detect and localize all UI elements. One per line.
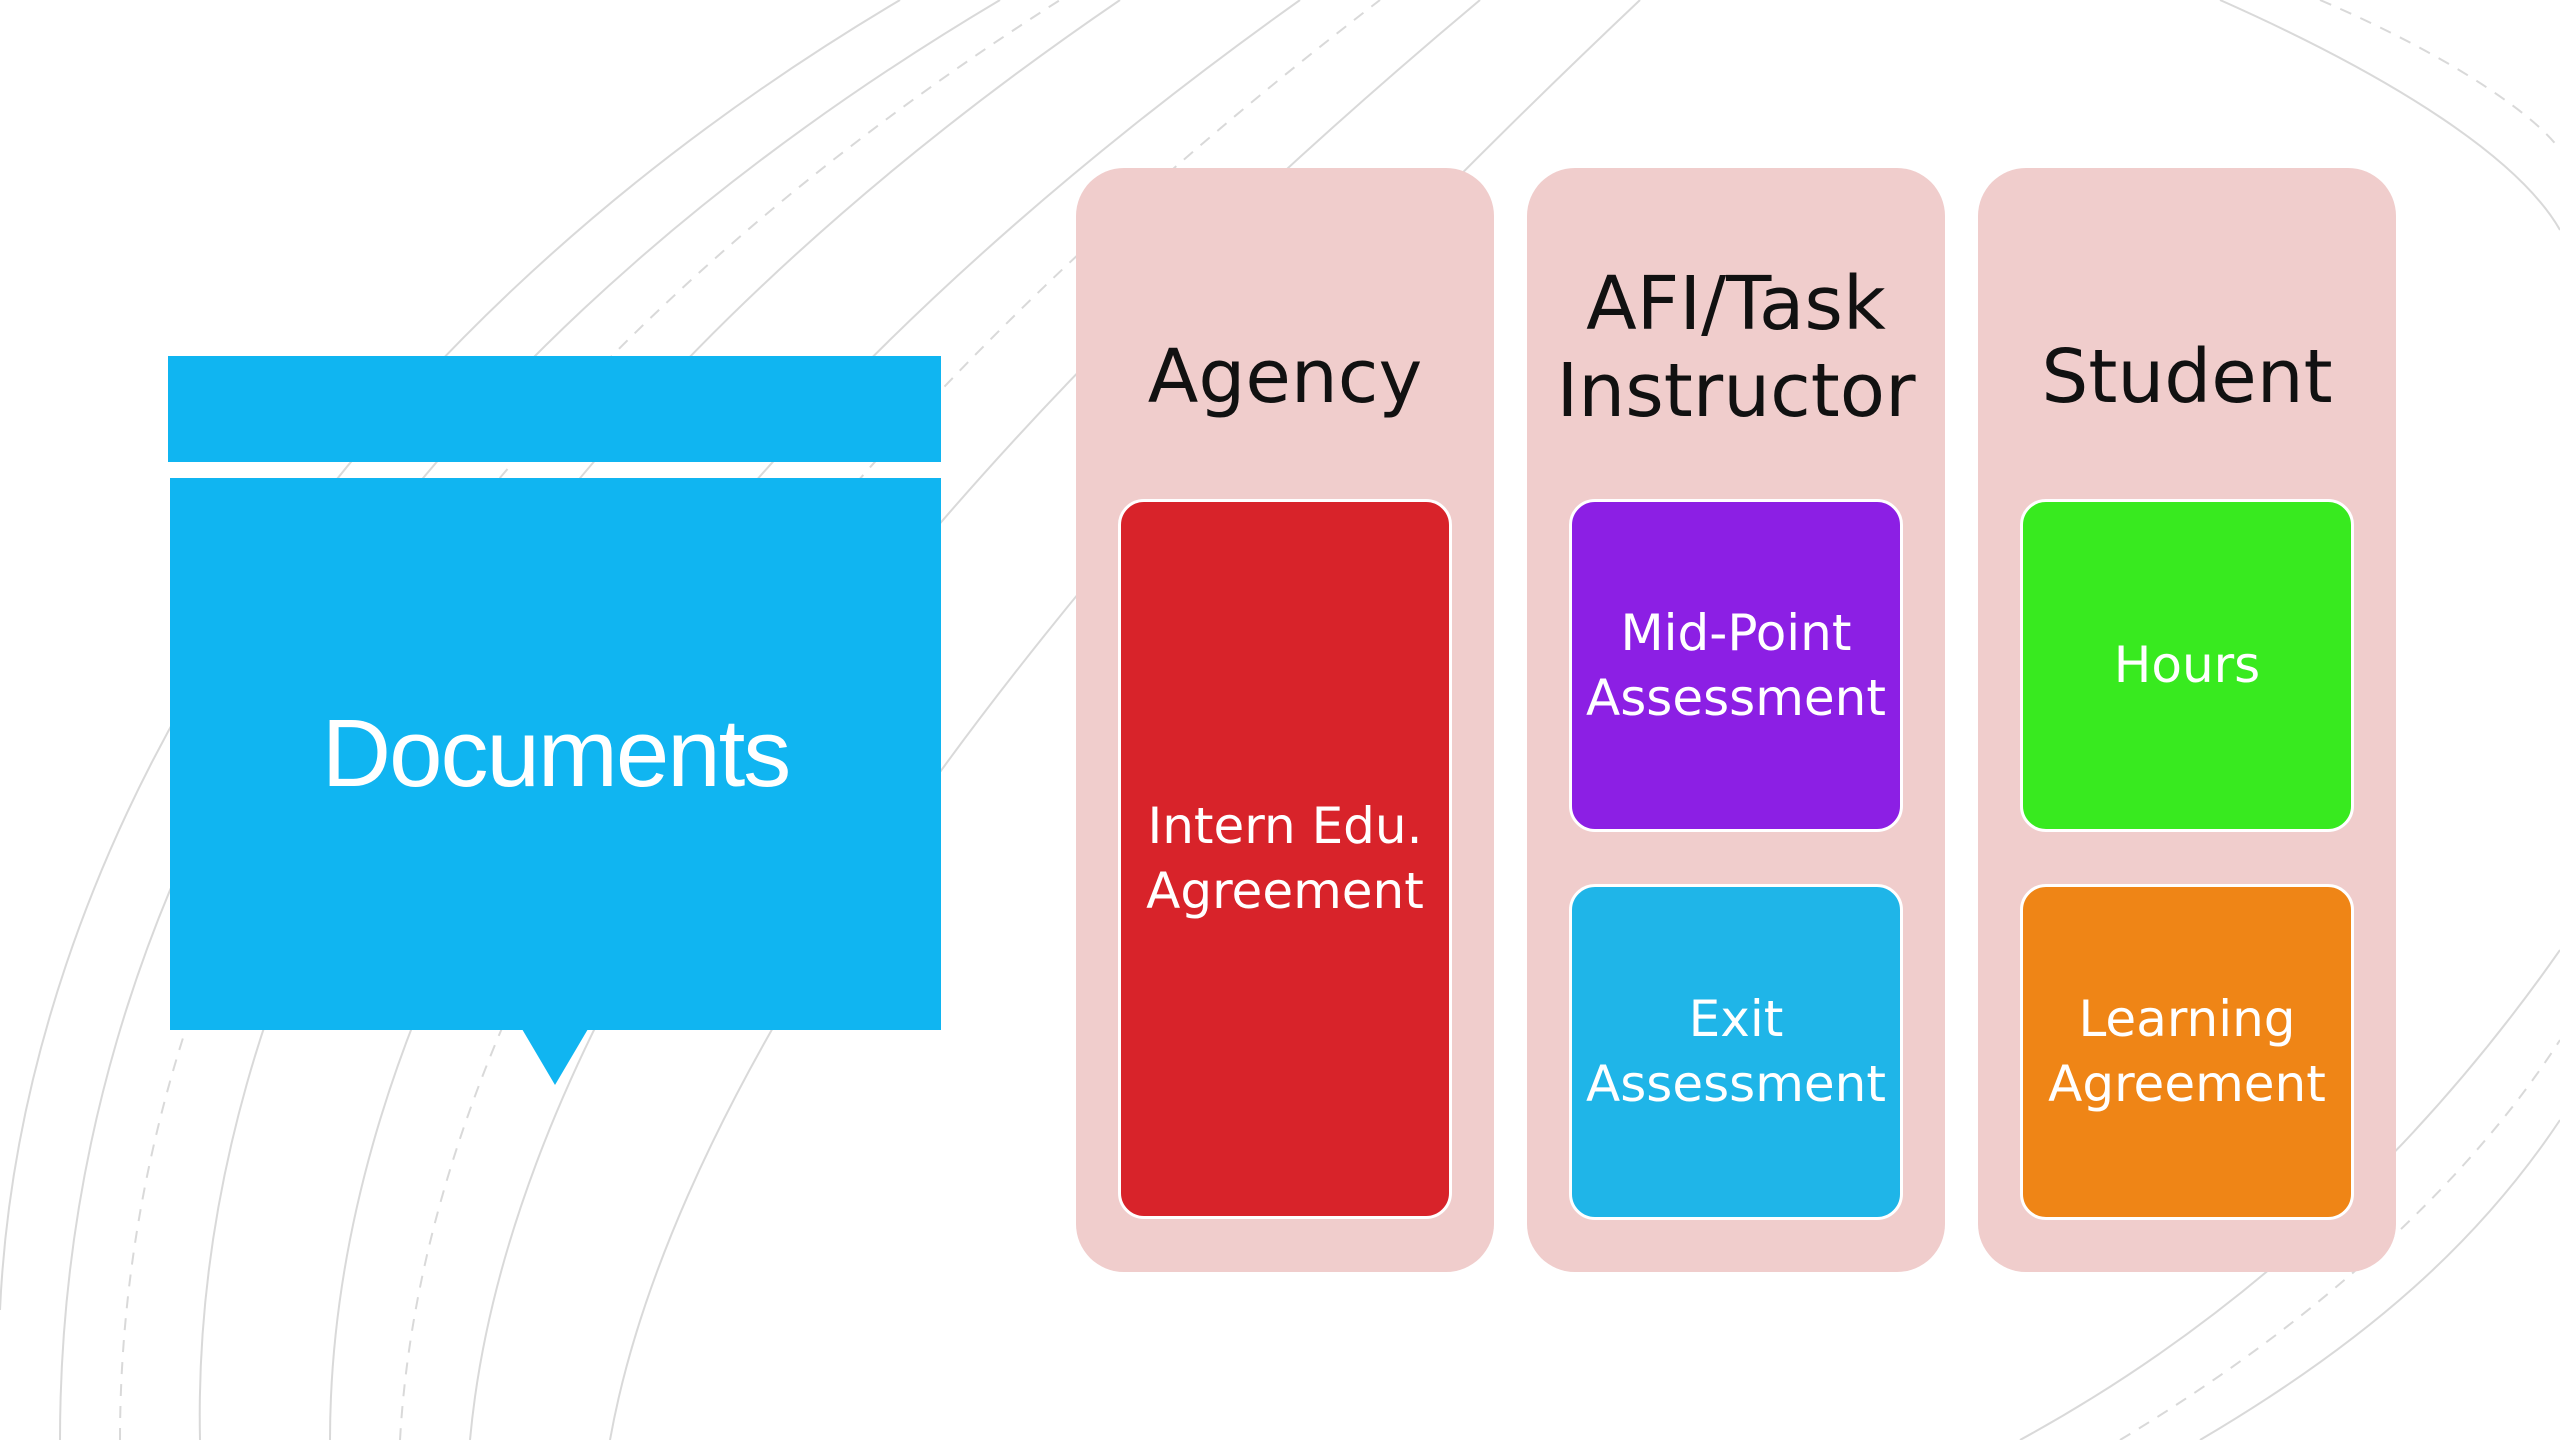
column-header-agency: Agency [1147,334,1423,421]
card-hours: Hours [2020,499,2354,832]
column-agency: Agency Intern Edu. Agreement [1076,168,1494,1272]
column-header-student: Student [2041,334,2333,421]
title-callout: Documents [170,478,941,1030]
callout-pointer [522,1029,588,1085]
title-header-bar [168,356,941,462]
card-mid-point-assessment: Mid-Point Assessment [1569,499,1903,832]
column-student: Student Hours Learning Agreement [1978,168,2396,1272]
card-exit-assessment: Exit Assessment [1569,884,1903,1220]
page-title: Documents [321,700,792,807]
card-intern-edu-agreement: Intern Edu. Agreement [1118,499,1452,1219]
column-afi-task-instructor: AFI/Task Instructor Mid-Point Assessment… [1527,168,1945,1272]
column-header-afi-task-instructor: AFI/Task Instructor [1556,260,1916,434]
card-learning-agreement: Learning Agreement [2020,884,2354,1220]
